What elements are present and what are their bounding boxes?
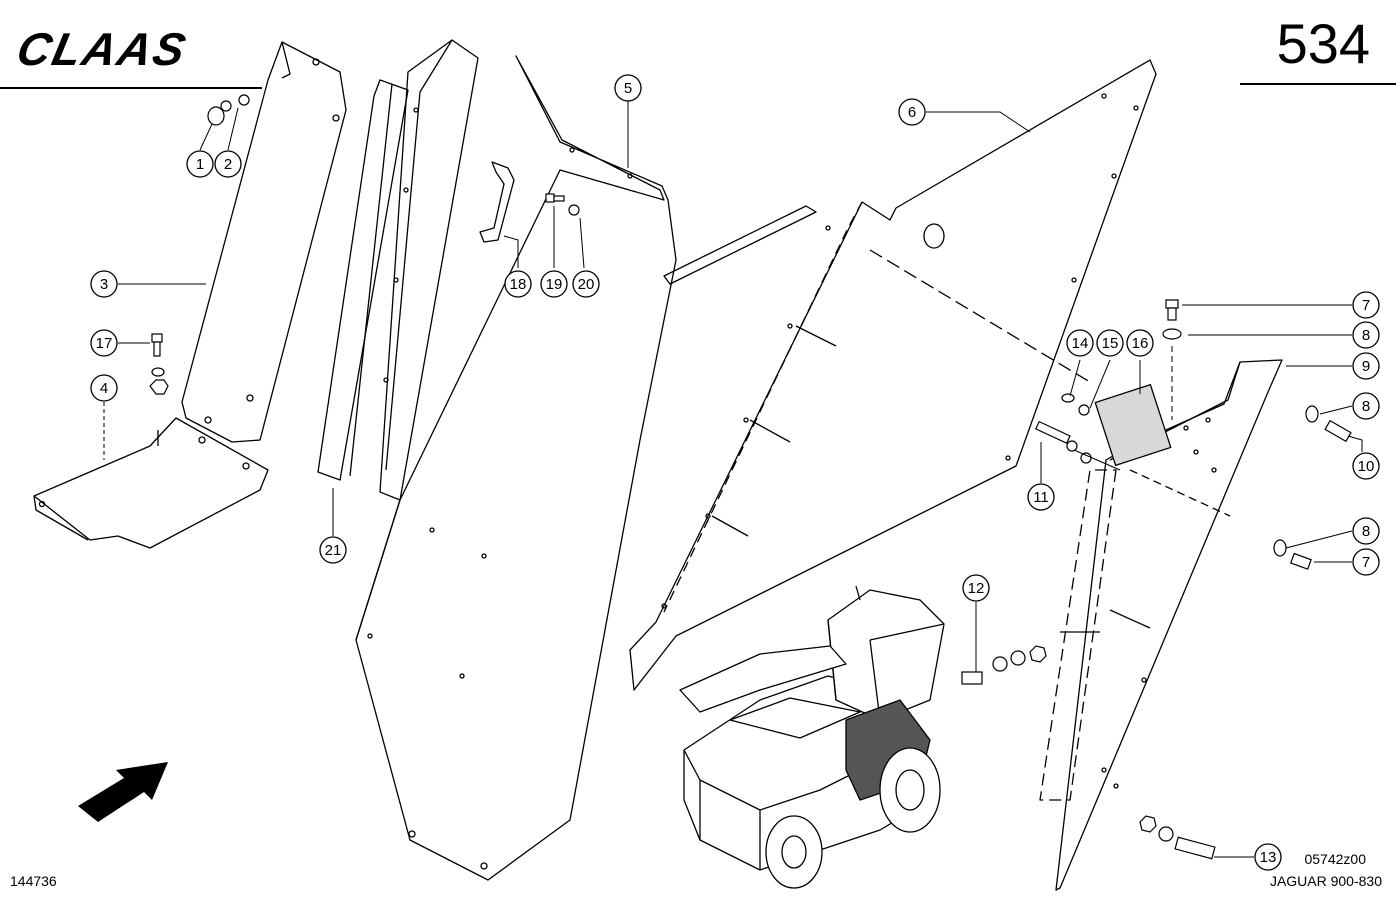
callout-16: 16	[1126, 329, 1154, 357]
svg-text:17: 17	[96, 335, 113, 352]
svg-text:7: 7	[1362, 297, 1370, 314]
side-channel-panel	[379, 39, 479, 501]
callout-12: 12	[962, 574, 990, 602]
callout-20: 20	[572, 270, 600, 298]
part-5-panel	[355, 55, 677, 881]
arrow-up-right-icon	[78, 762, 168, 822]
part-21-strip	[317, 79, 409, 481]
callout-21: 21	[319, 536, 347, 564]
svg-text:2: 2	[224, 156, 232, 173]
part-19-screw	[545, 193, 555, 203]
svg-text:4: 4	[100, 380, 108, 397]
part-4-plate	[33, 417, 269, 549]
part-8-washer	[1162, 328, 1182, 340]
part-13-bolt	[1174, 836, 1216, 860]
svg-text:3: 3	[100, 276, 108, 293]
part-1-knob	[207, 106, 225, 126]
forage-harvester-icon	[679, 585, 945, 889]
callout-8-bottom: 8	[1352, 517, 1380, 545]
svg-text:10: 10	[1358, 458, 1375, 475]
svg-text:21: 21	[325, 542, 342, 559]
part-2-washer	[238, 94, 250, 106]
callout-13: 13	[1254, 843, 1282, 871]
svg-text:13: 13	[1260, 849, 1277, 866]
part-10-bolt	[1324, 419, 1352, 443]
part-17-bolt	[151, 333, 163, 343]
callout-10: 10	[1352, 452, 1380, 480]
part-13-nut	[1139, 815, 1157, 833]
callout-8-top: 8	[1352, 321, 1380, 349]
svg-text:8: 8	[1362, 523, 1370, 540]
svg-text:20: 20	[578, 276, 595, 293]
part-14-pin	[1061, 393, 1075, 403]
callout-5: 5	[614, 74, 642, 102]
callout-3: 3	[90, 270, 118, 298]
svg-text:8: 8	[1362, 327, 1370, 344]
callout-11: 11	[1027, 483, 1055, 511]
part-15-washer	[1078, 404, 1090, 416]
svg-text:1: 1	[196, 156, 204, 173]
part-3-panel	[181, 41, 347, 443]
callout-7-top: 7	[1352, 291, 1380, 319]
svg-text:11: 11	[1033, 489, 1049, 506]
upper-strip	[663, 205, 817, 285]
part-18-handle	[479, 161, 515, 243]
drawing-code: 05742z00	[1304, 851, 1366, 867]
part-12-bolt	[961, 671, 983, 685]
callout-1: 1	[186, 150, 214, 178]
part-9-bracket	[1055, 359, 1283, 891]
svg-text:9: 9	[1362, 358, 1370, 375]
callout-8-middle: 8	[1352, 392, 1380, 420]
page-number: 534	[1276, 12, 1370, 75]
part-16-decal	[1094, 384, 1172, 466]
callout-9: 9	[1352, 352, 1380, 380]
callout-14: 14	[1066, 329, 1094, 357]
model-designation: JAGUAR 900-830	[1269, 873, 1382, 889]
svg-text:15: 15	[1102, 335, 1119, 352]
callout-2: 2	[214, 150, 242, 178]
svg-text:14: 14	[1072, 335, 1089, 352]
figure-number: 144736	[10, 873, 57, 889]
svg-text:12: 12	[968, 580, 985, 597]
callout-15: 15	[1096, 329, 1124, 357]
part-6-panel	[629, 59, 1157, 691]
svg-text:8: 8	[1362, 398, 1370, 415]
svg-text:19: 19	[546, 276, 563, 293]
svg-text:7: 7	[1362, 554, 1370, 571]
callout-7-bottom: 7	[1352, 548, 1380, 576]
svg-text:5: 5	[624, 80, 632, 97]
callout-17: 17	[90, 329, 118, 357]
callout-4: 4	[90, 374, 118, 402]
svg-text:6: 6	[908, 104, 916, 121]
callout-19: 19	[540, 270, 568, 298]
part-20-washer	[568, 204, 580, 216]
part-11-bolt	[1035, 420, 1071, 445]
svg-text:16: 16	[1132, 335, 1149, 352]
callout-6: 6	[898, 98, 926, 126]
part-7-bolt	[1165, 299, 1179, 309]
callout-18: 18	[504, 270, 532, 298]
svg-text:18: 18	[510, 276, 527, 293]
